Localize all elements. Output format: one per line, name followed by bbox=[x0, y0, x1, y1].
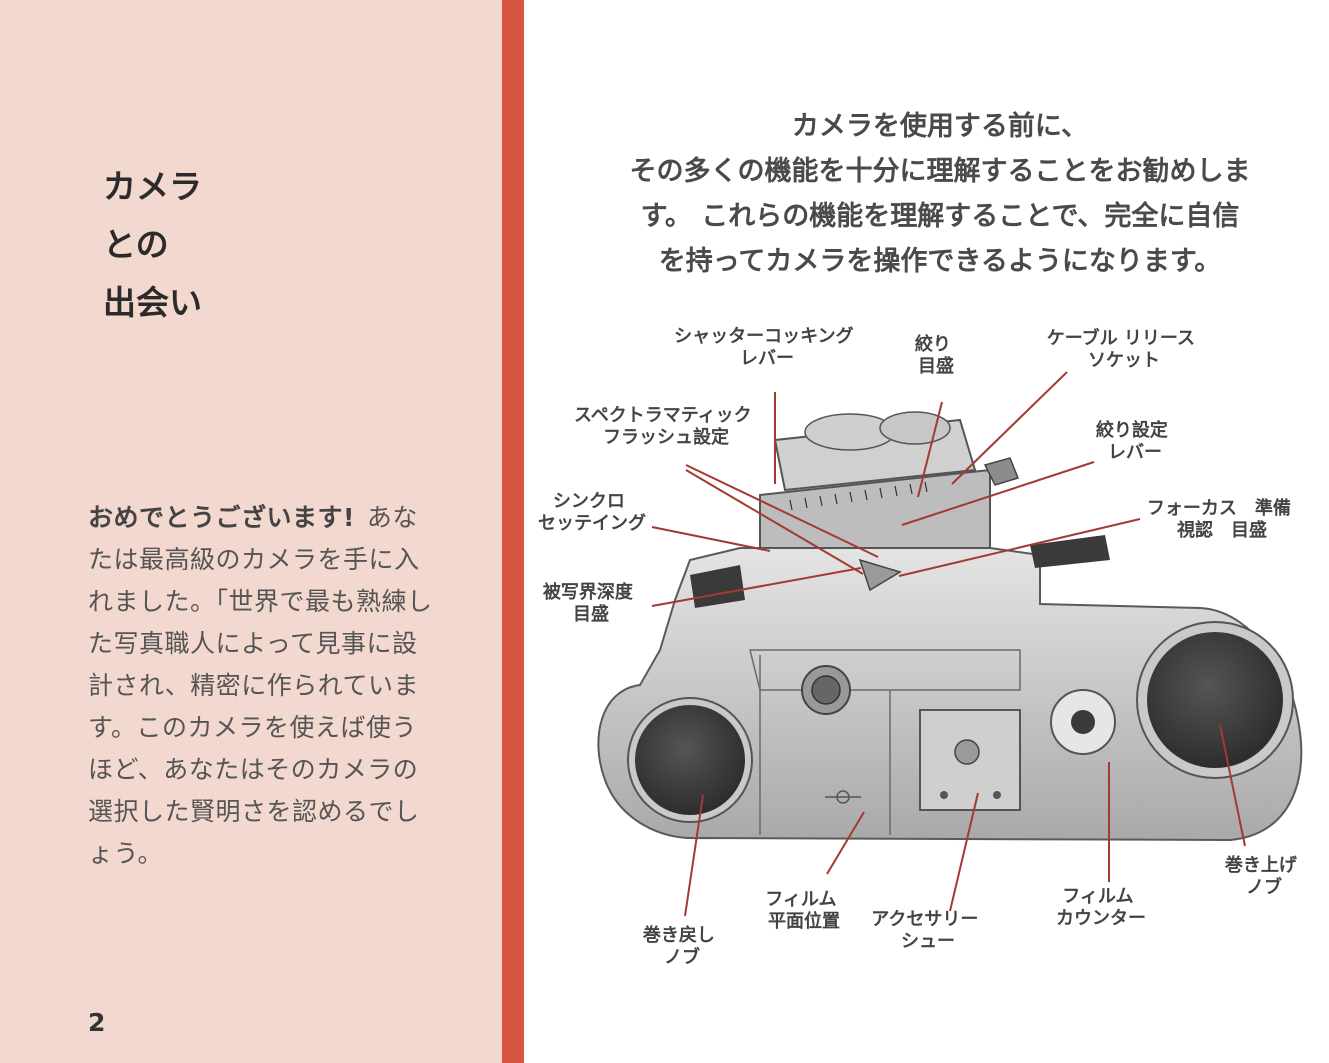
leader-wind-knob bbox=[1219, 724, 1246, 847]
intro-bold: おめでとうございます! bbox=[88, 503, 355, 532]
label-rewind-knob: 巻き戻し ノブ bbox=[642, 924, 721, 968]
chapter-title-line: 出会い bbox=[103, 283, 202, 322]
leader-accessory-shoe bbox=[949, 792, 979, 912]
leader-rewind-knob bbox=[684, 794, 704, 917]
label-aperture-lever: 絞り設定 レバー bbox=[1096, 419, 1174, 463]
label-cable-release: ケーブル リリース ソケット bbox=[1047, 327, 1202, 371]
heading-line: カメラを使用する前に、 bbox=[791, 111, 1089, 142]
label-film-plane: フィルム 平面位置 bbox=[765, 889, 843, 932]
intro-paragraph: おめでとうございます!あなたは最高級のカメラを手に入れました。「世界で最も熟練し… bbox=[88, 497, 442, 875]
chapter-title: カメラ との 出会い bbox=[103, 158, 403, 332]
chapter-title-line: との bbox=[103, 225, 169, 264]
heading-line: その多くの機能を十分に理解することをお勧めしま bbox=[629, 156, 1251, 187]
label-shutter-cocking: シャッターコッキング レバー bbox=[674, 325, 860, 369]
label-accessory-shoe: アクセサリー シュー bbox=[871, 909, 984, 952]
leader-aperture-scale bbox=[917, 401, 943, 498]
page-number: 2 bbox=[88, 1008, 106, 1037]
label-spectramatic: スペクトラマティック フラッシュ設定 bbox=[574, 405, 758, 448]
leader-synchro bbox=[651, 526, 771, 552]
leader-aperture-lever bbox=[901, 461, 1095, 526]
heading-line: す。 これらの機能を理解することで、完全に自信 bbox=[640, 201, 1240, 232]
label-synchro: シンクロ セッテイング bbox=[538, 491, 646, 534]
chapter-title-line: カメラ bbox=[103, 167, 202, 206]
label-wind-knob: 巻き上げ ノブ bbox=[1224, 854, 1303, 898]
leader-cable-release bbox=[951, 371, 1068, 485]
label-focus-scale: フォーカス 準備 視認 目盛 bbox=[1147, 497, 1297, 541]
leader-spectramatic-1 bbox=[685, 464, 879, 558]
accent-stripe bbox=[502, 0, 524, 1063]
leader-focus-scale bbox=[898, 518, 1141, 577]
sidebar-panel: カメラ との 出会い おめでとうございます!あなたは最高級のカメラを手に入れまし… bbox=[0, 0, 502, 1063]
label-aperture-scale: 絞り 目盛 bbox=[915, 333, 957, 377]
intro-text: あなたは最高級のカメラを手に入れました。「世界で最も熟練した写真職人によって見事… bbox=[88, 503, 433, 868]
page-heading: カメラを使用する前に、 その多くの機能を十分に理解することをお勧めしま す。 こ… bbox=[590, 104, 1290, 284]
leader-film-plane bbox=[826, 811, 865, 875]
leader-lines bbox=[651, 371, 1246, 917]
heading-line: を持ってカメラを操作できるようになります。 bbox=[658, 246, 1222, 277]
label-film-counter: フィルム カウンター bbox=[1056, 886, 1146, 929]
label-dof-scale: 被写界深度 目盛 bbox=[543, 581, 639, 625]
camera-illustration bbox=[597, 411, 1303, 842]
leader-spectramatic-2 bbox=[685, 469, 864, 575]
leader-dof-scale bbox=[651, 567, 862, 607]
